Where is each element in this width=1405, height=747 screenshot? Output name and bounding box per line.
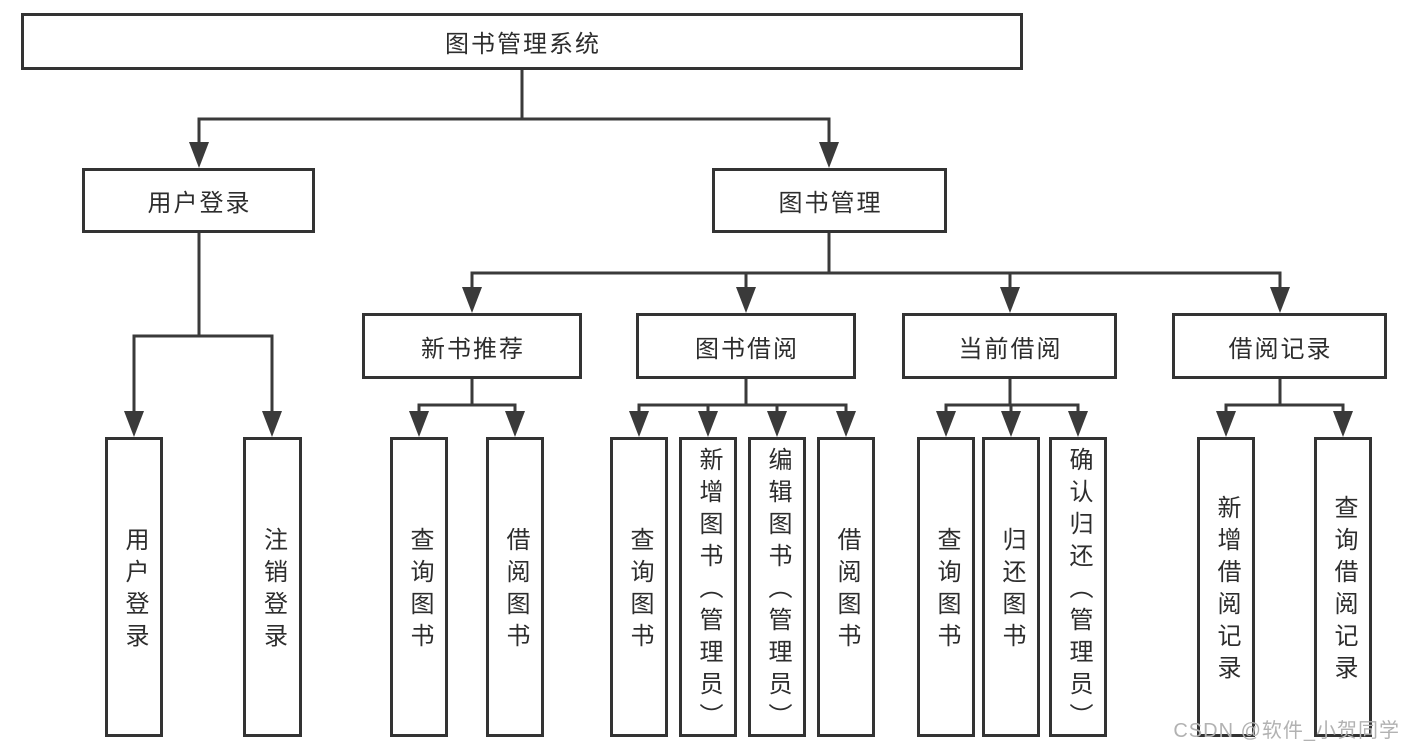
arrowhead-icon [1333,411,1353,437]
leaf-query-books-current: 查询图书 [917,437,975,737]
arrowhead-icon [936,411,956,437]
node-root: 图书管理系统 [21,13,1023,70]
csdn-watermark: CSDN @软件_小贺同学 [1173,720,1400,742]
leaf-return-book-label: 归还图书 [998,527,1025,655]
arrowhead-icon [124,411,144,437]
node-borrow-records-label: 借阅记录 [1228,335,1333,363]
leaf-user-login: 用户登录 [105,437,163,737]
arrowhead-icon [505,411,525,437]
leaf-confirm-return-admin: 确认归还（管理员） [1049,437,1107,737]
arrowhead-icon [1068,411,1088,437]
leaf-query-borrow-record-label: 查询借阅记录 [1330,495,1357,687]
node-borrow-records: 借阅记录 [1172,313,1387,379]
arrowhead-icon [736,287,756,313]
connector-line [1224,377,1345,416]
connector-book-borrow-to-leaves [629,377,856,437]
connector-new-book-to-leaves [409,377,525,437]
arrowhead-icon [629,411,649,437]
leaf-query-books-recommend: 查询图书 [390,437,448,737]
node-user-login: 用户登录 [82,168,315,233]
node-current-borrow: 当前借阅 [902,313,1117,379]
connector-root-to-level2 [189,67,839,168]
connector-current-borrow-to-leaves [936,377,1088,437]
connector-line [197,67,831,148]
node-book-borrow-label: 图书借阅 [695,335,799,363]
leaf-logout-label: 注销登录 [259,527,287,655]
leaf-add-book-admin-label: 新增图书（管理员） [695,447,722,735]
arrowhead-icon [698,411,718,437]
arrowhead-icon [462,287,482,313]
leaf-add-borrow-record: 新增借阅记录 [1197,437,1255,737]
arrowhead-icon [836,411,856,437]
node-book-management: 图书管理 [712,168,947,233]
node-book-borrow: 图书借阅 [636,313,856,379]
leaf-confirm-return-admin-label: 确认归还（管理员） [1065,447,1092,735]
connector-book-management-to-level3 [462,230,1290,313]
leaf-query-books-current-label: 查询图书 [933,527,960,655]
arrowhead-icon [409,411,429,437]
arrowhead-icon [1000,287,1020,313]
leaf-borrow-books-recommend-label: 借阅图书 [502,527,529,655]
node-new-book-recommend-label: 新书推荐 [421,335,525,363]
leaf-add-borrow-record-label: 新增借阅记录 [1213,495,1240,687]
node-root-label: 图书管理系统 [445,31,601,58]
leaf-borrow-books-label: 借阅图书 [833,527,860,655]
arrowhead-icon [819,142,839,168]
arrowhead-icon [262,411,282,437]
connector-borrow-records-to-leaves [1216,377,1353,437]
leaf-query-books-borrow-label: 查询图书 [626,527,653,655]
leaf-query-books-borrow: 查询图书 [610,437,668,737]
node-user-login-label: 用户登录 [147,190,252,217]
arrowhead-icon [1216,411,1236,437]
leaf-edit-book-admin-label: 编辑图书（管理员） [764,447,791,735]
node-new-book-recommend: 新书推荐 [362,313,582,379]
connector-line [944,377,1080,416]
leaf-add-book-admin: 新增图书（管理员） [679,437,737,737]
leaf-edit-book-admin: 编辑图书（管理员） [748,437,806,737]
leaf-query-borrow-record: 查询借阅记录 [1314,437,1372,737]
connector-line [470,230,1282,292]
arrowhead-icon [767,411,787,437]
leaf-query-books-recommend-label: 查询图书 [406,527,433,655]
connector-line [637,377,848,416]
connector-user-login-to-leaves [124,230,282,437]
leaf-borrow-books-recommend: 借阅图书 [486,437,544,737]
node-book-management-label: 图书管理 [778,190,883,217]
leaf-logout: 注销登录 [243,437,302,737]
arrowhead-icon [1001,411,1021,437]
leaf-user-login-label: 用户登录 [121,527,148,655]
node-current-borrow-label: 当前借阅 [958,335,1063,363]
connector-line [132,230,274,416]
leaf-borrow-books: 借阅图书 [817,437,875,737]
arrowhead-icon [1270,287,1290,313]
arrowhead-icon [189,142,209,168]
leaf-return-book: 归还图书 [982,437,1040,737]
connector-line [417,377,517,416]
